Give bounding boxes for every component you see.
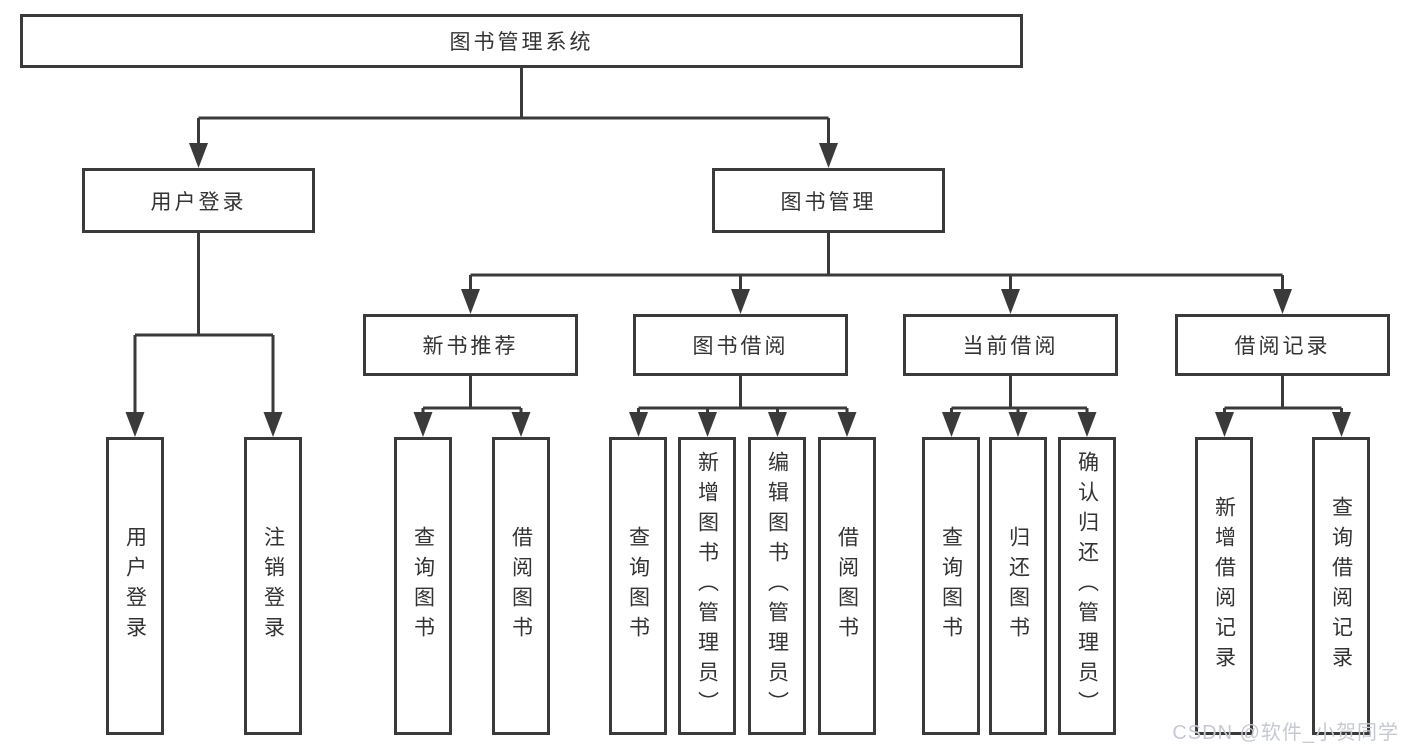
node-new-book-recommend: 新书推荐 <box>363 314 578 376</box>
node-current-borrowing: 当前借阅 <box>903 314 1118 376</box>
node-borrowing-records: 借阅记录 <box>1175 314 1390 376</box>
node-user-login: 用户登录 <box>82 168 315 233</box>
node-book-management: 图书管理 <box>712 168 945 233</box>
connector-user-login-to-leaves <box>133 233 275 433</box>
connector-new-book-recommend-to-leaves <box>421 376 523 433</box>
leaf-edit-books-admin: 编辑图书（管理员） <box>748 437 806 735</box>
leaf-user-login: 用户登录 <box>106 437 164 735</box>
leaf-borrow-books: 借阅图书 <box>818 437 876 735</box>
leaf-query-books-borrowing: 查询图书 <box>609 437 667 735</box>
leaf-add-books-admin: 新增图书（管理员） <box>678 437 736 735</box>
node-library-management-system: 图书管理系统 <box>20 14 1023 68</box>
leaf-logout: 注销登录 <box>244 437 302 735</box>
leaf-query-books-current: 查询图书 <box>922 437 980 735</box>
leaf-borrow-books-recommend: 借阅图书 <box>492 437 550 735</box>
leaf-confirm-return-admin: 确认归还（管理员） <box>1058 437 1116 735</box>
arrowheads <box>125 143 1351 437</box>
connector-book-management-to-level3 <box>469 233 1284 310</box>
leaf-add-borrow-record: 新增借阅记录 <box>1195 437 1253 735</box>
connector-root-to-level2 <box>197 68 830 164</box>
csdn-watermark: CSDN @软件_小贺同学 <box>1172 722 1399 744</box>
leaf-return-books: 归还图书 <box>989 437 1047 735</box>
connector-book-borrowing-to-leaves <box>637 376 849 433</box>
connector-borrowing-records-to-leaves <box>1223 376 1343 433</box>
leaf-query-borrow-record: 查询借阅记录 <box>1312 437 1370 735</box>
leaf-query-books-recommend: 查询图书 <box>394 437 452 735</box>
node-book-borrowing: 图书借阅 <box>633 314 848 376</box>
